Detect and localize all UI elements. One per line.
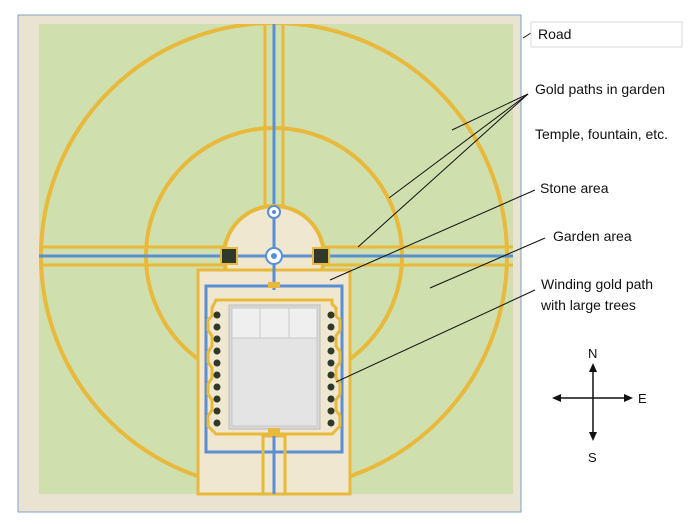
east-shrine-icon: [312, 247, 330, 265]
tree-icon: [213, 323, 221, 331]
tree-icon: [327, 311, 335, 319]
tree-icon: [327, 371, 335, 379]
tree-icon: [213, 311, 221, 319]
tree-icon: [327, 419, 335, 427]
tree-icon: [327, 347, 335, 355]
winding-path-label-line2: with large trees: [540, 297, 636, 313]
compass-rose-icon: [552, 363, 633, 441]
tree-icon: [213, 347, 221, 355]
tree-icon: [213, 371, 221, 379]
tree-icon: [327, 407, 335, 415]
compass-south-label: S: [588, 450, 597, 465]
road-label-box: [530, 21, 683, 48]
winding-path-label-line1: Winding gold path: [541, 276, 653, 292]
road-label: Road: [538, 26, 571, 42]
large-trees: [213, 311, 335, 427]
tree-icon: [213, 395, 221, 403]
north-fountain-icon: [267, 205, 281, 219]
tree-icon: [213, 383, 221, 391]
tree-icon: [327, 335, 335, 343]
tree-icon: [327, 395, 335, 403]
tree-icon: [327, 383, 335, 391]
winding-gold-path: [206, 298, 342, 436]
tree-icon: [327, 323, 335, 331]
west-shrine-icon: [220, 247, 238, 265]
garden-area-label: Garden area: [553, 228, 632, 244]
tree-icon: [327, 359, 335, 367]
fountain-icon: [265, 247, 283, 265]
tree-icon: [213, 359, 221, 367]
stone-area-label: Stone area: [540, 180, 609, 196]
tree-icon: [213, 335, 221, 343]
compass-north-label: N: [588, 346, 597, 361]
compass-east-label: E: [638, 391, 647, 406]
tree-icon: [213, 419, 221, 427]
leader-lines: [329, 32, 546, 383]
temple-label: Temple, fountain, etc.: [535, 126, 668, 142]
gold-paths-label: Gold paths in garden: [535, 81, 665, 97]
tree-icon: [213, 407, 221, 415]
